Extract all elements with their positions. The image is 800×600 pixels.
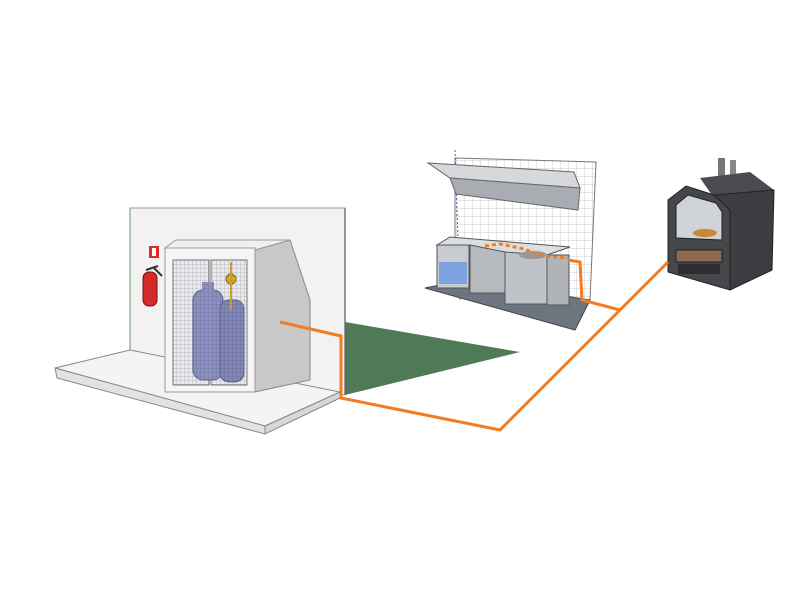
ground-shadow [345, 322, 520, 395]
commercial-kitchen [424, 149, 597, 331]
oven-firebox [675, 249, 723, 263]
gas-cylinder-cabinet [163, 239, 311, 393]
kitchen-burner-gas-line [484, 242, 569, 260]
cooking-range [435, 236, 571, 306]
extraction-hood [426, 162, 581, 211]
oven-chimney [730, 160, 736, 180]
fire-extinguisher [142, 246, 163, 307]
pizza [693, 229, 717, 237]
gas-supply-line [279, 260, 670, 432]
gas-branch-line-kitchen [567, 258, 621, 312]
oven-chimney [718, 158, 725, 180]
wood-pizza-oven [667, 158, 775, 291]
oven-window [675, 194, 723, 241]
